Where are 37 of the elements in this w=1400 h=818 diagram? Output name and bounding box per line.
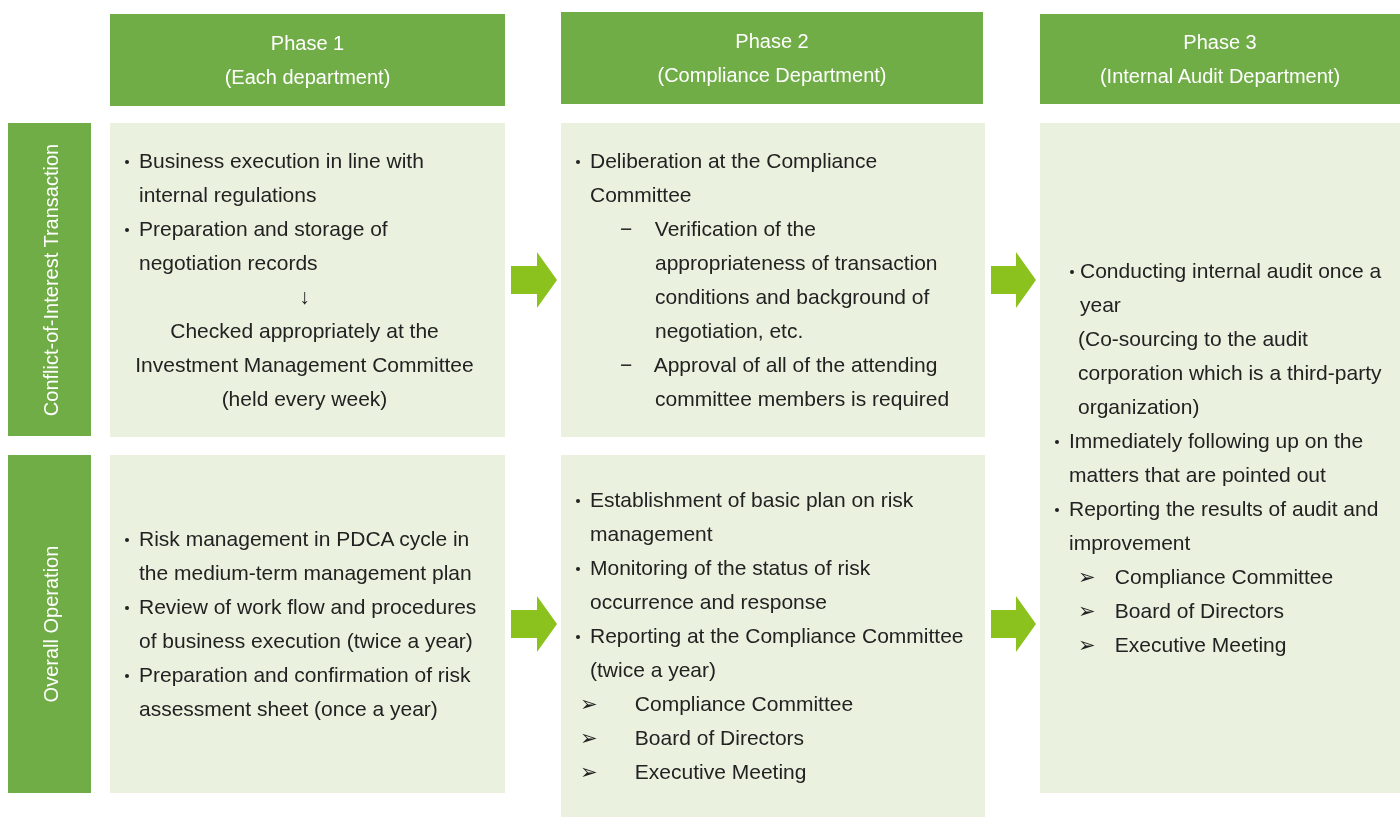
bullet-item: Preparation and confirmation of risk assessment sheet (once a year) xyxy=(118,658,491,726)
phase-header: Phase 2 (Compliance Department) xyxy=(561,12,983,104)
bullet-item: Review of work flow and procedures of business execution (twice a year) xyxy=(118,590,491,658)
block-arrow xyxy=(511,252,557,308)
sub-item: − Approval of all of the attending committee members is required xyxy=(619,352,951,412)
bullet-item: Risk management in PDCA cycle in the medium-term management plan xyxy=(118,522,491,590)
sub-item: ➢ Executive Meeting xyxy=(1077,632,1288,658)
sub-item: ➢ Executive Meeting xyxy=(579,759,808,785)
row-label: Conflict-of-Interest Transaction xyxy=(8,123,91,436)
bullet-item: Preparation and storage of negotiation records xyxy=(118,212,491,280)
row-label: Overall Operation xyxy=(8,455,91,793)
bullet-item: Establishment of basic plan on risk management xyxy=(569,483,971,551)
bullet-item: Reporting the results of audit and improvement xyxy=(1048,492,1386,560)
sub-item: − Verification of the appropriateness of transaction conditions and background of negotiation, etc. xyxy=(619,216,939,344)
note-text: ↓ xyxy=(298,284,311,310)
bullet-item: Business execution in line with internal regulations xyxy=(118,144,491,212)
sub-item: ➢ Board of Directors xyxy=(1077,598,1286,624)
content-panel xyxy=(1040,123,1400,793)
block-arrow xyxy=(991,252,1036,308)
sub-item: ➢ Compliance Committee xyxy=(579,691,855,717)
bullet-item: Monitoring of the status of risk occurrence and response xyxy=(569,551,971,619)
block-arrow xyxy=(991,596,1036,652)
content-panel xyxy=(561,123,985,437)
bullet-item: Deliberation at the Compliance Committee xyxy=(569,144,971,212)
sub-item: ➢ Board of Directors xyxy=(579,725,806,751)
block-arrow xyxy=(511,596,557,652)
content-panel xyxy=(110,455,505,793)
phase-header: Phase 3 (Internal Audit Department) xyxy=(1040,14,1400,104)
phase-header: Phase 1 (Each department) xyxy=(110,14,505,106)
note-text: Checked appropriately at the Investment Management Committee (held every week) xyxy=(134,318,475,412)
bullet-item: Immediately following up on the matters that are pointed out xyxy=(1048,424,1386,492)
bullet-item: Conducting internal audit once a year xyxy=(1063,254,1386,322)
content-panel xyxy=(110,123,505,437)
content-panel xyxy=(561,455,985,817)
note-text: (Co-sourcing to the audit corporation which is a third-party organization) xyxy=(1077,326,1383,420)
sub-item: ➢ Compliance Committee xyxy=(1077,564,1335,590)
bullet-item: Reporting at the Compliance Committee (twice a year) xyxy=(569,619,971,687)
